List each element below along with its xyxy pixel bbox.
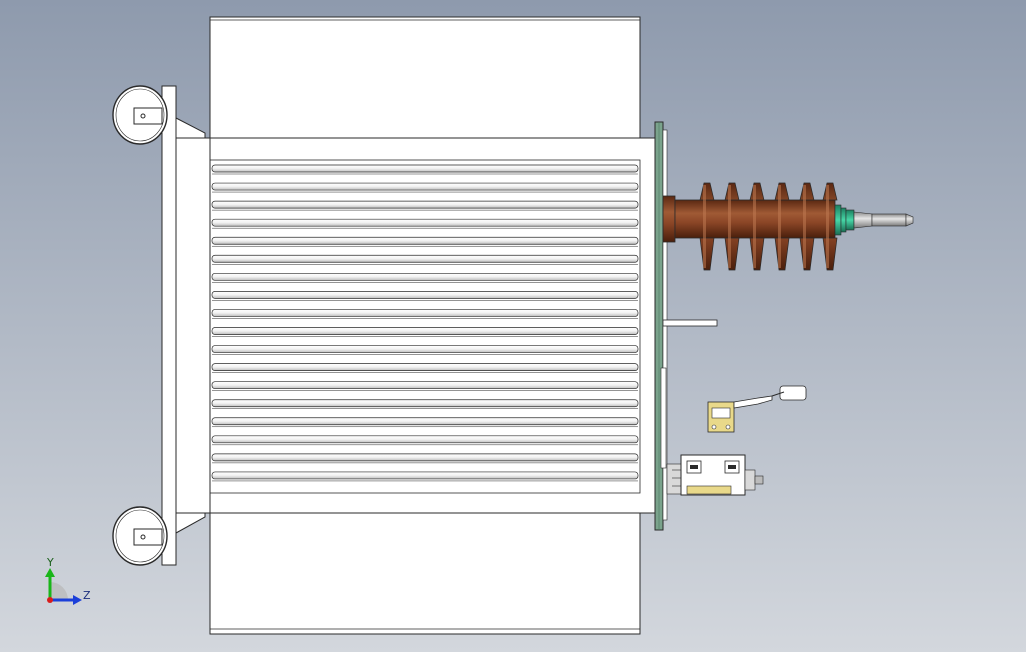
shed-highlight [826, 185, 829, 268]
shed-highlight [803, 185, 806, 268]
triad-arc [50, 582, 68, 600]
side-plate [660, 367, 667, 469]
shed-highlight [728, 185, 731, 268]
shed-highlight [778, 185, 781, 268]
bushing-sheds [699, 182, 838, 271]
cooling-fin [211, 453, 639, 482]
tap-changer [707, 385, 807, 433]
cooling-fin [211, 272, 639, 301]
valve-assembly [666, 454, 764, 496]
cooling-fin [211, 309, 639, 337]
cooling-fin [211, 381, 639, 409]
axis-triad: Y Z [45, 556, 91, 605]
hv-bushing [662, 182, 914, 271]
shed-highlight [703, 185, 706, 268]
shed-highlight [753, 185, 756, 268]
cooling-fin [211, 236, 639, 265]
y-axis-arrow [45, 568, 55, 577]
wheel-top [112, 85, 168, 145]
cooling-fin [211, 345, 639, 373]
tank-upper-section [209, 16, 641, 139]
x-axis-dot [47, 597, 53, 603]
base-rail [161, 85, 211, 566]
cooling-fin [211, 200, 639, 229]
cooling-fin [211, 417, 639, 446]
cooling-fin [211, 164, 639, 193]
tap-knob [779, 385, 807, 401]
lower-bracket [175, 512, 206, 534]
tank-lower-section [209, 512, 641, 635]
terminal-stud [871, 213, 907, 227]
y-axis-label: Y [46, 556, 54, 569]
cooling-fins [211, 164, 639, 482]
bushing-ring [834, 204, 842, 236]
ground-rod [662, 319, 718, 327]
upper-bracket [175, 117, 206, 139]
z-axis-arrow [73, 595, 82, 605]
z-axis-label: Z [83, 589, 91, 602]
wheel-bottom [112, 506, 168, 566]
valve-clamp [686, 485, 732, 495]
terminal-taper [853, 211, 873, 229]
